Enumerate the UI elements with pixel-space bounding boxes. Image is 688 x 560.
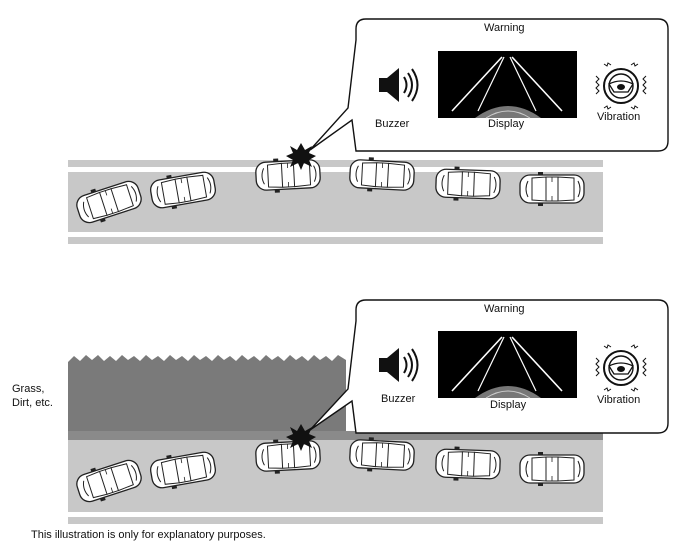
vibration-label: Vibration (597, 111, 641, 123)
vibration-label: Vibration (597, 394, 641, 406)
dirt-label-line: Dirt, etc. (12, 397, 53, 409)
impact-burst-icon (286, 143, 316, 170)
road-edge-line (68, 517, 603, 524)
car-icon (254, 436, 322, 476)
top-scene (68, 18, 669, 244)
display-label: Display (490, 399, 527, 411)
road-top (68, 160, 603, 167)
road-edge-line (68, 237, 603, 244)
warning-title: Warning (484, 303, 525, 315)
car-icon (434, 445, 502, 483)
buzzer-label: Buzzer (375, 118, 410, 130)
grass-strip (68, 431, 603, 440)
car-icon (434, 165, 502, 203)
car-icon (254, 155, 322, 195)
display-screen (437, 50, 578, 119)
car-icon (348, 155, 416, 195)
bottom-scene (68, 299, 669, 524)
grass-label-line: Grass, (12, 383, 45, 395)
grass-dirt-label: Grass, Dirt, etc. (12, 382, 53, 410)
car-icon (519, 171, 585, 207)
caption: This illustration is only for explanator… (31, 529, 266, 541)
car-icon (348, 435, 416, 475)
display-screen (437, 330, 578, 399)
car-icon (519, 451, 585, 487)
warning-title: Warning (484, 22, 525, 34)
display-label: Display (488, 118, 525, 130)
grass-area (68, 355, 346, 438)
buzzer-label: Buzzer (381, 393, 416, 405)
